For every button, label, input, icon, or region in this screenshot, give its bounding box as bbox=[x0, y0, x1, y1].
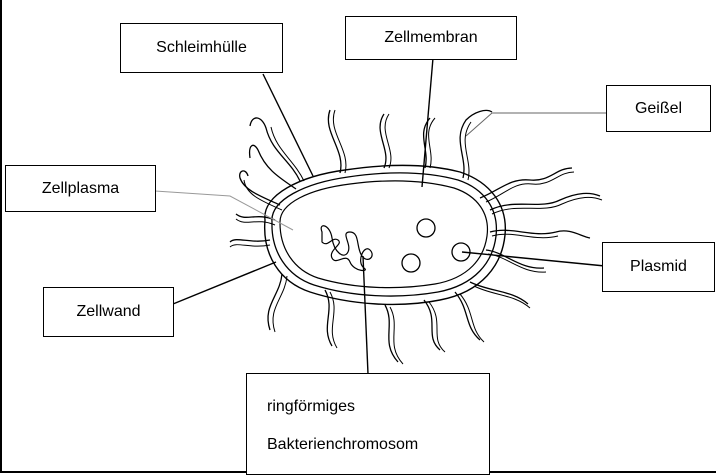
label-chromosom: ringförmiges Bakterienchromosom bbox=[246, 373, 490, 475]
label-geissel: Geißel bbox=[606, 85, 711, 132]
plasmid-circle bbox=[402, 254, 420, 272]
slime-layer bbox=[265, 165, 506, 304]
flagella-outline bbox=[230, 110, 602, 364]
flagella bbox=[230, 110, 600, 362]
label-zellplasma: Zellplasma bbox=[5, 165, 156, 212]
label-zellmembran: Zellmembran bbox=[345, 16, 517, 60]
cell-membrane bbox=[280, 181, 487, 288]
leader-lines bbox=[155, 58, 607, 374]
label-plasmid: Plasmid bbox=[602, 242, 715, 292]
label-zellwand: Zellwand bbox=[43, 287, 174, 337]
label-chromosom-line2: Bakterienchromosom bbox=[267, 426, 489, 464]
label-schleimhuelle: Schleimhülle bbox=[120, 23, 283, 73]
label-chromosom-line1: ringförmiges bbox=[267, 388, 489, 426]
chromosome bbox=[321, 226, 372, 271]
plasmid-circle bbox=[417, 219, 435, 237]
